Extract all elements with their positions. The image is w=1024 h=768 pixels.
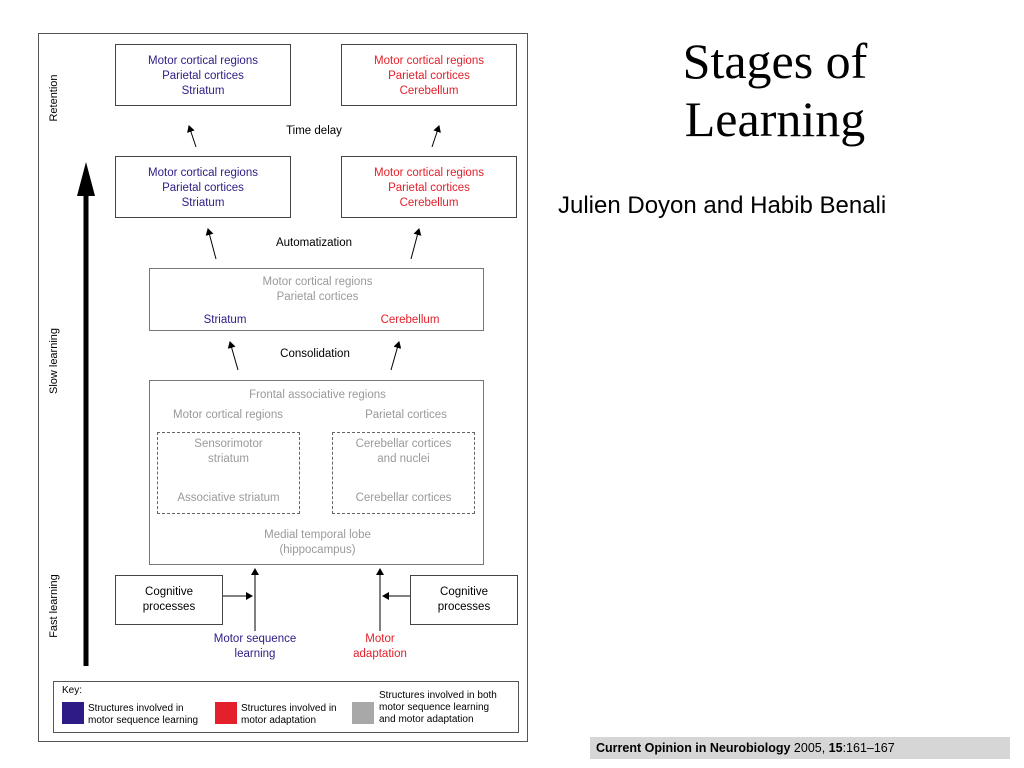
box-line: (hippocampus) xyxy=(279,544,356,556)
key-title: Key: xyxy=(62,685,83,696)
box-line: Parietal cortices xyxy=(162,70,244,82)
box-line: Motor cortical regions xyxy=(262,276,373,288)
key-label-both: Structures involved in both motor sequen… xyxy=(379,690,497,726)
cognitive-processes-right: Cognitive processes xyxy=(410,575,518,625)
citation-pages: :161–167 xyxy=(842,741,895,755)
box-line: Cerebellar cortices xyxy=(355,438,452,450)
box-line: Medial temporal lobe xyxy=(264,529,371,541)
consolidation-shared: Motor cortical regions Parietal cortices xyxy=(150,275,485,305)
stage-automatization: Automatization xyxy=(275,237,353,249)
fast-motor-cortical: Motor cortical regions xyxy=(173,409,283,421)
arrow-automatization-right xyxy=(410,228,422,260)
key-label-adaptation: Structures involved in motor adaptation xyxy=(241,703,337,727)
box-line: Cerebellum xyxy=(399,85,459,97)
box-line: processes xyxy=(437,601,491,613)
key-swatch-sequence xyxy=(62,702,84,724)
cerebellar-cortices-nuclei: Cerebellar cortices and nuclei xyxy=(333,437,474,467)
axis-label-slow-learning: Slow learning xyxy=(48,327,60,395)
key-label-sequence: Structures involved in motor sequence le… xyxy=(88,703,198,727)
box-line: learning xyxy=(234,648,276,660)
box-line: Parietal cortices xyxy=(388,70,470,82)
stages-diagram: Retention Slow learning Fast learning Mo… xyxy=(38,33,528,742)
key-swatch-both xyxy=(352,702,374,724)
citation: Current Opinion in Neurobiology 2005, 15… xyxy=(590,737,1010,759)
box-line: Motor cortical regions xyxy=(148,55,258,67)
axis-label-fast-learning: Fast learning xyxy=(48,574,60,638)
key-swatch-adaptation xyxy=(215,702,237,724)
citation-journal: Current Opinion in Neurobiology xyxy=(596,741,791,755)
box-line: Motor cortical regions xyxy=(148,167,258,179)
auto-box-sequence: Motor cortical regions Parietal cortices… xyxy=(115,156,291,218)
key-line: and motor adaptation xyxy=(379,714,474,725)
box-line: Motor cortical regions xyxy=(374,55,484,67)
auto-box-adaptation: Motor cortical regions Parietal cortices… xyxy=(341,156,517,218)
stage-time-delay: Time delay xyxy=(286,125,342,137)
retention-box-sequence: Motor cortical regions Parietal cortices… xyxy=(115,44,291,106)
box-line: Striatum xyxy=(181,85,225,97)
key-line: motor adaptation xyxy=(241,715,317,726)
box-line: Motor xyxy=(365,633,395,645)
key-line: Structures involved in both xyxy=(379,690,497,701)
citation-volume: 15 xyxy=(828,741,843,755)
key-line: motor sequence learning xyxy=(379,702,490,713)
title-line-1: Stages of xyxy=(682,33,868,89)
box-line: Cognitive xyxy=(145,586,193,598)
fast-frontal: Frontal associative regions xyxy=(249,389,386,401)
stage-consolidation: Consolidation xyxy=(280,348,350,360)
slide-title: Stages of Learning xyxy=(620,32,930,148)
key-line: Structures involved in xyxy=(241,703,337,714)
arrow-time-delay-left xyxy=(187,125,197,148)
learning-axis-arrowhead xyxy=(77,162,95,196)
citation-year: 2005, xyxy=(790,741,829,755)
box-line: Cerebellum xyxy=(399,197,459,209)
key-line: Structures involved in xyxy=(88,703,184,714)
box-line: adaptation xyxy=(353,648,407,660)
box-line: Striatum xyxy=(181,197,225,209)
arrow-consolidation-right xyxy=(390,341,402,371)
box-line: Parietal cortices xyxy=(162,182,244,194)
title-line-2: Learning xyxy=(684,91,866,147)
motor-adaptation-label: Motor adaptation xyxy=(329,632,431,662)
striatum-subbox: Sensorimotor striatum Associative striat… xyxy=(157,432,300,514)
legend-key: Key: Structures involved in motor sequen… xyxy=(53,681,519,733)
key-line: motor sequence learning xyxy=(88,715,199,726)
medial-temporal-lobe: Medial temporal lobe (hippocampus) xyxy=(150,528,485,558)
box-line: Parietal cortices xyxy=(388,182,470,194)
fast-learning-box: Frontal associative regions Motor cortic… xyxy=(149,380,484,565)
arrow-automatization-left xyxy=(205,228,217,260)
box-line: striatum xyxy=(208,453,249,465)
consolidation-cerebellum: Cerebellum xyxy=(380,314,440,326)
arrow-consolidation-left xyxy=(227,341,239,371)
cerebellar-cortices: Cerebellar cortices xyxy=(355,492,452,504)
retention-box-adaptation: Motor cortical regions Parietal cortices… xyxy=(341,44,517,106)
box-line: Motor sequence xyxy=(213,633,297,645)
motor-sequence-learning-label: Motor sequence learning xyxy=(189,632,321,662)
box-line: and nuclei xyxy=(377,453,430,465)
cognitive-processes-left: Cognitive processes xyxy=(115,575,223,625)
box-line: Cognitive xyxy=(440,586,488,598)
consolidation-box: Motor cortical regions Parietal cortices… xyxy=(149,268,484,331)
arrow-time-delay-right xyxy=(431,125,441,148)
consolidation-striatum: Striatum xyxy=(203,314,247,326)
authors: Julien Doyon and Habib Benali xyxy=(558,192,887,219)
associative-striatum: Associative striatum xyxy=(177,492,280,504)
sensorimotor-striatum: Sensorimotor striatum xyxy=(158,437,299,467)
cerebellar-subbox: Cerebellar cortices and nuclei Cerebella… xyxy=(332,432,475,514)
box-line: processes xyxy=(142,601,196,613)
box-line: Parietal cortices xyxy=(276,291,359,303)
fast-parietal: Parietal cortices xyxy=(365,409,447,421)
axis-label-retention: Retention xyxy=(48,74,60,122)
box-line: Sensorimotor xyxy=(194,438,263,450)
box-line: Motor cortical regions xyxy=(374,167,484,179)
